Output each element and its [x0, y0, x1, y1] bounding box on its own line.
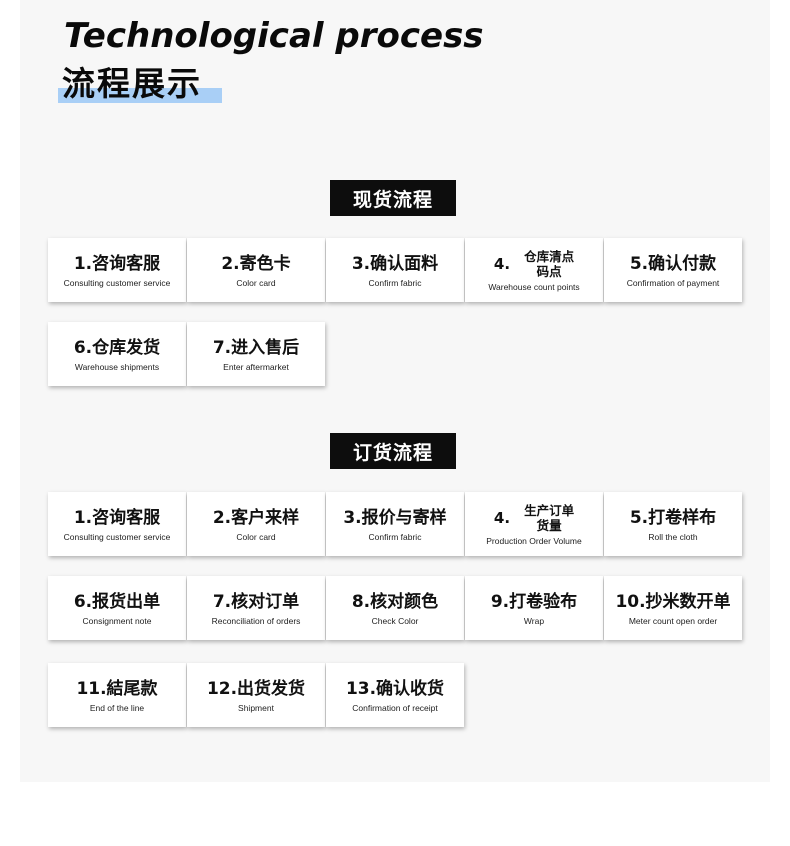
step-title-line1: 生产订单 — [524, 502, 575, 518]
step-subtitle: Production Order Volume — [486, 535, 582, 546]
step-subtitle: Reconciliation of orders — [211, 615, 301, 626]
step-title-line2: 码点 — [536, 263, 562, 279]
step-subtitle: Confirmation of receipt — [352, 702, 438, 713]
step-subtitle: Consulting customer service — [63, 277, 171, 288]
step-title: 5.确认付款 — [629, 253, 717, 274]
step-subtitle: Meter count open order — [628, 615, 718, 626]
step-title-line2: 货量 — [536, 517, 562, 533]
step-card: 6.仓库发货 Warehouse shipments — [48, 322, 186, 386]
step-title: 11.結尾款 — [76, 678, 158, 699]
step-title-stack: 生产订单 货量 — [524, 503, 574, 533]
step-subtitle: Consulting customer service — [63, 531, 171, 542]
step-subtitle: Check Color — [371, 615, 419, 626]
step-card: 11.結尾款 End of the line — [48, 663, 186, 727]
step-subtitle: Enter aftermarket — [223, 361, 289, 372]
title-highlight-bar — [58, 88, 222, 103]
step-card: 12.出货发货 Shipment — [187, 663, 325, 727]
step-title: 3.报价与寄样 — [343, 507, 447, 528]
step-card: 7.进入售后 Enter aftermarket — [187, 322, 325, 386]
step-subtitle: Warehouse shipments — [74, 361, 160, 372]
step-title: 1.咨询客服 — [73, 507, 161, 528]
step-subtitle: Consignment note — [82, 615, 152, 626]
step-card: 2.客户来样 Color card — [187, 492, 325, 556]
step-subtitle: Shipment — [238, 702, 274, 713]
step-title: 2.寄色卡 — [221, 253, 291, 274]
step-card: 1.咨询客服 Consulting customer service — [48, 238, 186, 302]
step-title: 10.抄米数开单 — [615, 591, 731, 612]
step-subtitle: Roll the cloth — [648, 531, 698, 542]
step-card: 13.确认收货 Confirmation of receipt — [326, 663, 464, 727]
step-card: 2.寄色卡 Color card — [187, 238, 325, 302]
step-title: 13.确认收货 — [345, 678, 445, 699]
step-title: 2.客户来样 — [212, 507, 300, 528]
step-title: 8.核对颜色 — [351, 591, 439, 612]
step-card: 10.抄米数开单 Meter count open order — [604, 576, 742, 640]
step-subtitle: Confirmation of payment — [626, 277, 720, 288]
step-number: 4. — [493, 254, 511, 273]
step-card: 1.咨询客服 Consulting customer service — [48, 492, 186, 556]
section-label-in-stock: 现货流程 — [330, 180, 456, 216]
step-title: 9.打卷验布 — [490, 591, 578, 612]
step-card: 5.确认付款 Confirmation of payment — [604, 238, 742, 302]
step-title: 7.进入售后 — [212, 337, 300, 358]
step-card: 3.报价与寄样 Confirm fabric — [326, 492, 464, 556]
step-title: 5.打卷样布 — [629, 507, 717, 528]
step-subtitle: End of the line — [89, 702, 145, 713]
step-title-line1: 仓库清点 — [524, 248, 575, 264]
step-title-row: 4. 仓库清点 码点 — [494, 249, 574, 279]
step-number: 4. — [493, 508, 511, 527]
step-card: 7.核对订单 Reconciliation of orders — [187, 576, 325, 640]
step-subtitle: Color card — [236, 531, 276, 542]
step-card: 4. 仓库清点 码点 Warehouse count points — [465, 238, 603, 302]
step-title: 12.出货发货 — [206, 678, 306, 699]
step-title-stack: 仓库清点 码点 — [524, 249, 574, 279]
content-panel — [20, 0, 770, 782]
step-title-row: 4. 生产订单 货量 — [494, 503, 574, 533]
step-title: 3.确认面料 — [351, 253, 439, 274]
step-title: 6.仓库发货 — [73, 337, 161, 358]
step-subtitle: Warehouse count points — [488, 281, 580, 292]
page-title-english: Technological process — [64, 16, 484, 56]
step-card: 5.打卷样布 Roll the cloth — [604, 492, 742, 556]
step-subtitle: Confirm fabric — [368, 531, 422, 542]
step-card: 4. 生产订单 货量 Production Order Volume — [465, 492, 603, 556]
step-title: 7.核对订单 — [212, 591, 300, 612]
page-title-chinese: 流程展示 — [62, 64, 202, 103]
step-subtitle: Color card — [236, 277, 276, 288]
page-title-chinese-wrap: 流程展示 — [58, 64, 222, 106]
step-card: 6.报货出单 Consignment note — [48, 576, 186, 640]
step-subtitle: Confirm fabric — [368, 277, 422, 288]
step-title: 1.咨询客服 — [73, 253, 161, 274]
step-card: 8.核对颜色 Check Color — [326, 576, 464, 640]
section-label-order: 订货流程 — [330, 433, 456, 469]
step-title: 6.报货出单 — [73, 591, 161, 612]
step-card: 3.确认面料 Confirm fabric — [326, 238, 464, 302]
step-card: 9.打卷验布 Wrap — [465, 576, 603, 640]
step-subtitle: Wrap — [523, 615, 545, 626]
